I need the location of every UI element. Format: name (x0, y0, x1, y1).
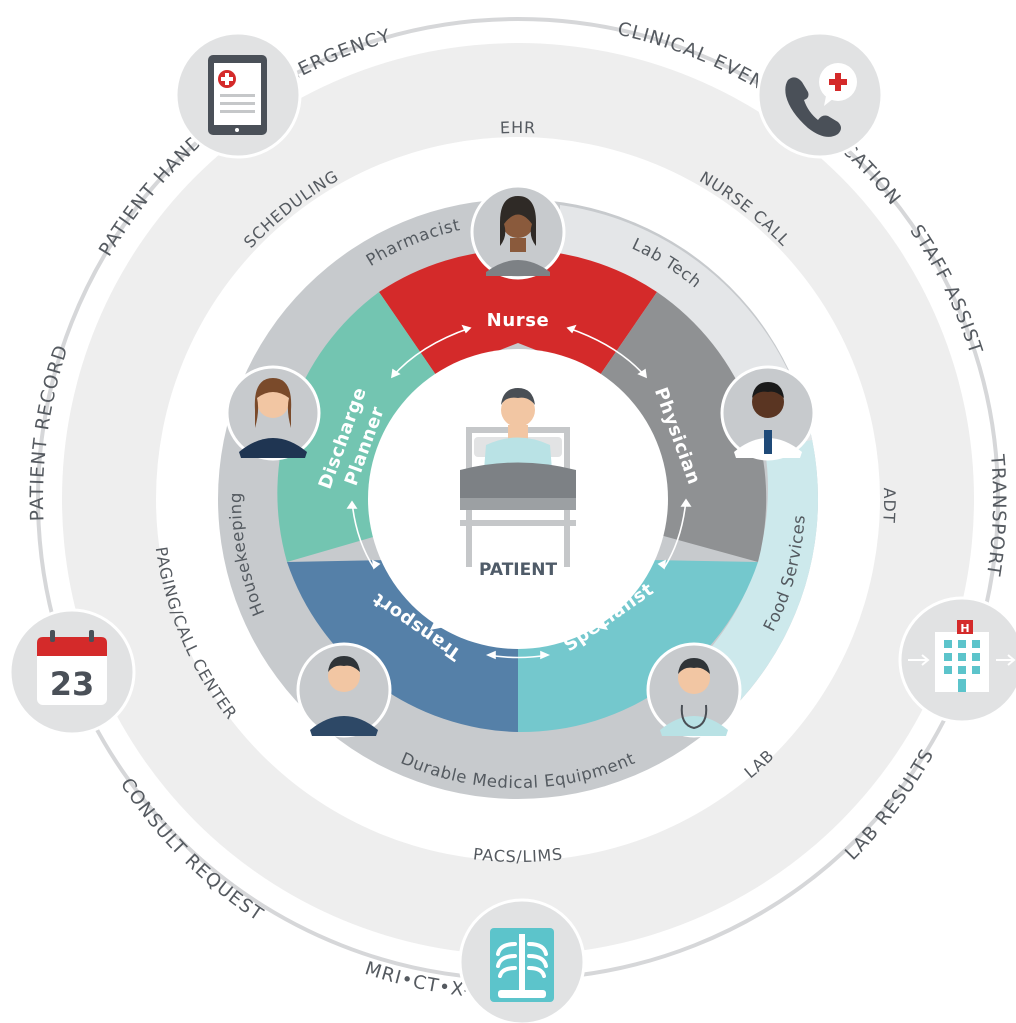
role-label-nurse: Nurse (487, 310, 550, 331)
calendar-icon[interactable]: 23 (8, 608, 136, 736)
discharge-planner-segment (277, 292, 436, 562)
phone-alert-icon[interactable] (756, 31, 884, 159)
middle-ring-label-4: PACS/LIMS (472, 844, 564, 866)
patient-label: PATIENT (479, 560, 557, 580)
tablet-medical-icon[interactable] (174, 31, 302, 159)
avatar-transport[interactable] (296, 642, 392, 738)
avatar-nurse[interactable] (470, 184, 566, 280)
avatar-discharge-planner[interactable] (225, 365, 321, 461)
avatar-specialist[interactable] (646, 642, 742, 738)
calendar-day: 23 (50, 665, 95, 703)
avatar-physician[interactable] (720, 365, 816, 461)
svg-text:H: H (960, 622, 969, 635)
x-ray-icon[interactable] (458, 898, 586, 1023)
nurse-segment (379, 249, 657, 375)
physician-segment (600, 292, 767, 562)
patient-bed-illustration: PATIENT (460, 388, 576, 580)
middle-ring-label-2: ADT (879, 487, 899, 523)
food-services-band (690, 430, 819, 716)
middle-ring-label-0: EHR (500, 118, 537, 137)
hospital-building-icon[interactable]: H (898, 596, 1016, 724)
role-segments (277, 249, 767, 733)
flow-arrows (346, 324, 692, 660)
